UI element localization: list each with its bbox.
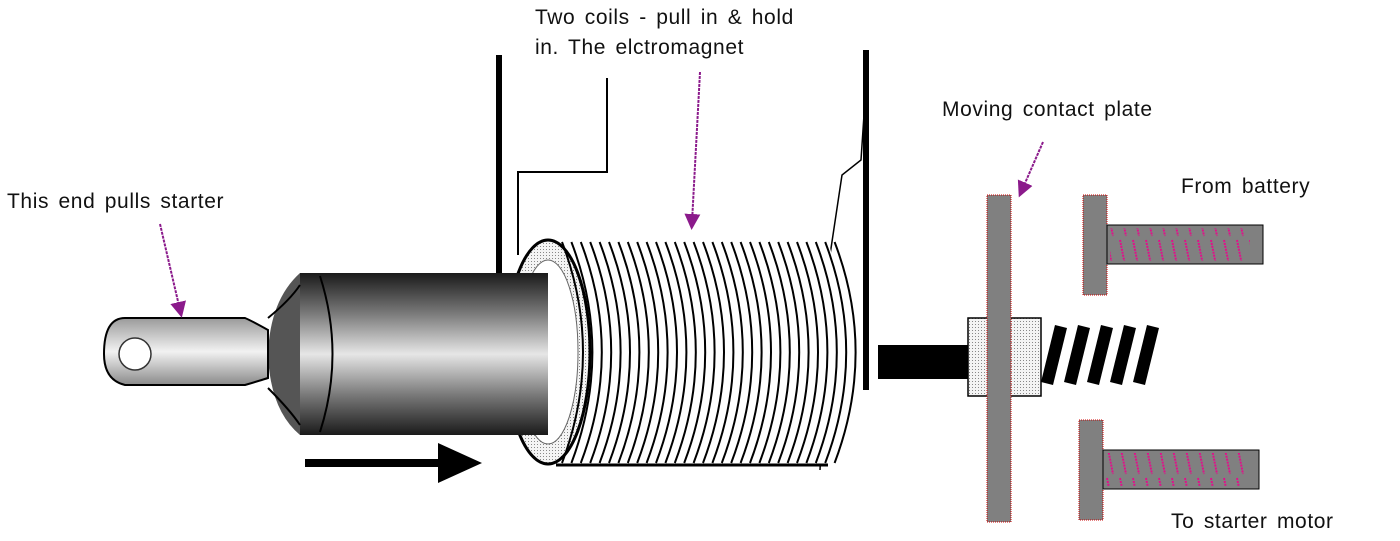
spring-coil (1041, 325, 1067, 385)
plunger-body (300, 273, 548, 435)
coil-winding (598, 241, 622, 464)
coil-winding (739, 241, 763, 464)
coil-winding (636, 241, 660, 464)
spring-coil (1110, 325, 1136, 385)
return-spring (1041, 325, 1159, 385)
coil-winding (645, 241, 669, 464)
battery-terminal-thread (1110, 228, 1250, 261)
coil-winding (720, 241, 744, 464)
label-coils-line1: Two coils - pull in & hold (535, 6, 794, 29)
housing-left-wall (496, 55, 502, 275)
coil-winding (758, 241, 782, 464)
housing-right-wall (863, 50, 869, 390)
coil-winding (692, 241, 716, 464)
coil-winding (673, 241, 697, 464)
coil-winding (608, 241, 631, 464)
coil-winding (570, 241, 594, 464)
coil-winding (589, 241, 613, 464)
coil-winding (824, 241, 848, 464)
plunger-shaft (878, 345, 970, 379)
coil-winding (814, 241, 838, 464)
coil-winding (711, 241, 735, 464)
annotation-arrow-plunger (159, 223, 186, 318)
plunger-rod (102, 317, 269, 386)
label-from-battery: From battery (1181, 175, 1310, 198)
rod-eye-hole (118, 337, 152, 371)
coil-winding (786, 241, 810, 464)
coil-winding (796, 241, 819, 464)
motor-terminal (1078, 419, 1260, 521)
coil-lead-left (517, 78, 608, 255)
coil-winding (683, 241, 707, 464)
motor-terminal-thread (1106, 453, 1246, 486)
battery-terminal (1082, 194, 1264, 296)
spring-coil (1087, 325, 1113, 385)
label-coils-line2: in. The elctromagnet (535, 36, 744, 59)
coil-winding (561, 241, 584, 464)
coil-winding (805, 241, 829, 464)
coil-winding (833, 241, 857, 464)
spring-coil (1064, 325, 1090, 385)
coil-winding (579, 241, 603, 464)
coil-winding (777, 241, 801, 464)
motion-arrow (305, 443, 482, 483)
annotation-arrow-coil (684, 71, 701, 230)
moving-contact-plate (986, 194, 1012, 523)
coil-winding (655, 241, 678, 464)
label-to-starter-motor: To starter motor (1171, 510, 1334, 533)
coil-winding (617, 241, 641, 464)
coil-winding (664, 241, 688, 464)
label-contact-plate: Moving contact plate (942, 98, 1153, 121)
contact-plate-assembly (967, 194, 1159, 523)
coil (504, 238, 857, 467)
coil-winding (749, 241, 772, 464)
coil-winding (767, 241, 791, 464)
coil-winding (730, 241, 754, 464)
coil-winding (702, 241, 725, 464)
coil-winding (626, 241, 650, 464)
plunger (102, 273, 548, 435)
spring-coil (1133, 325, 1159, 385)
label-plunger-end: This end pulls starter (7, 190, 224, 213)
annotation-arrow-contact-plate (1017, 141, 1044, 198)
coil-windings (561, 241, 857, 464)
